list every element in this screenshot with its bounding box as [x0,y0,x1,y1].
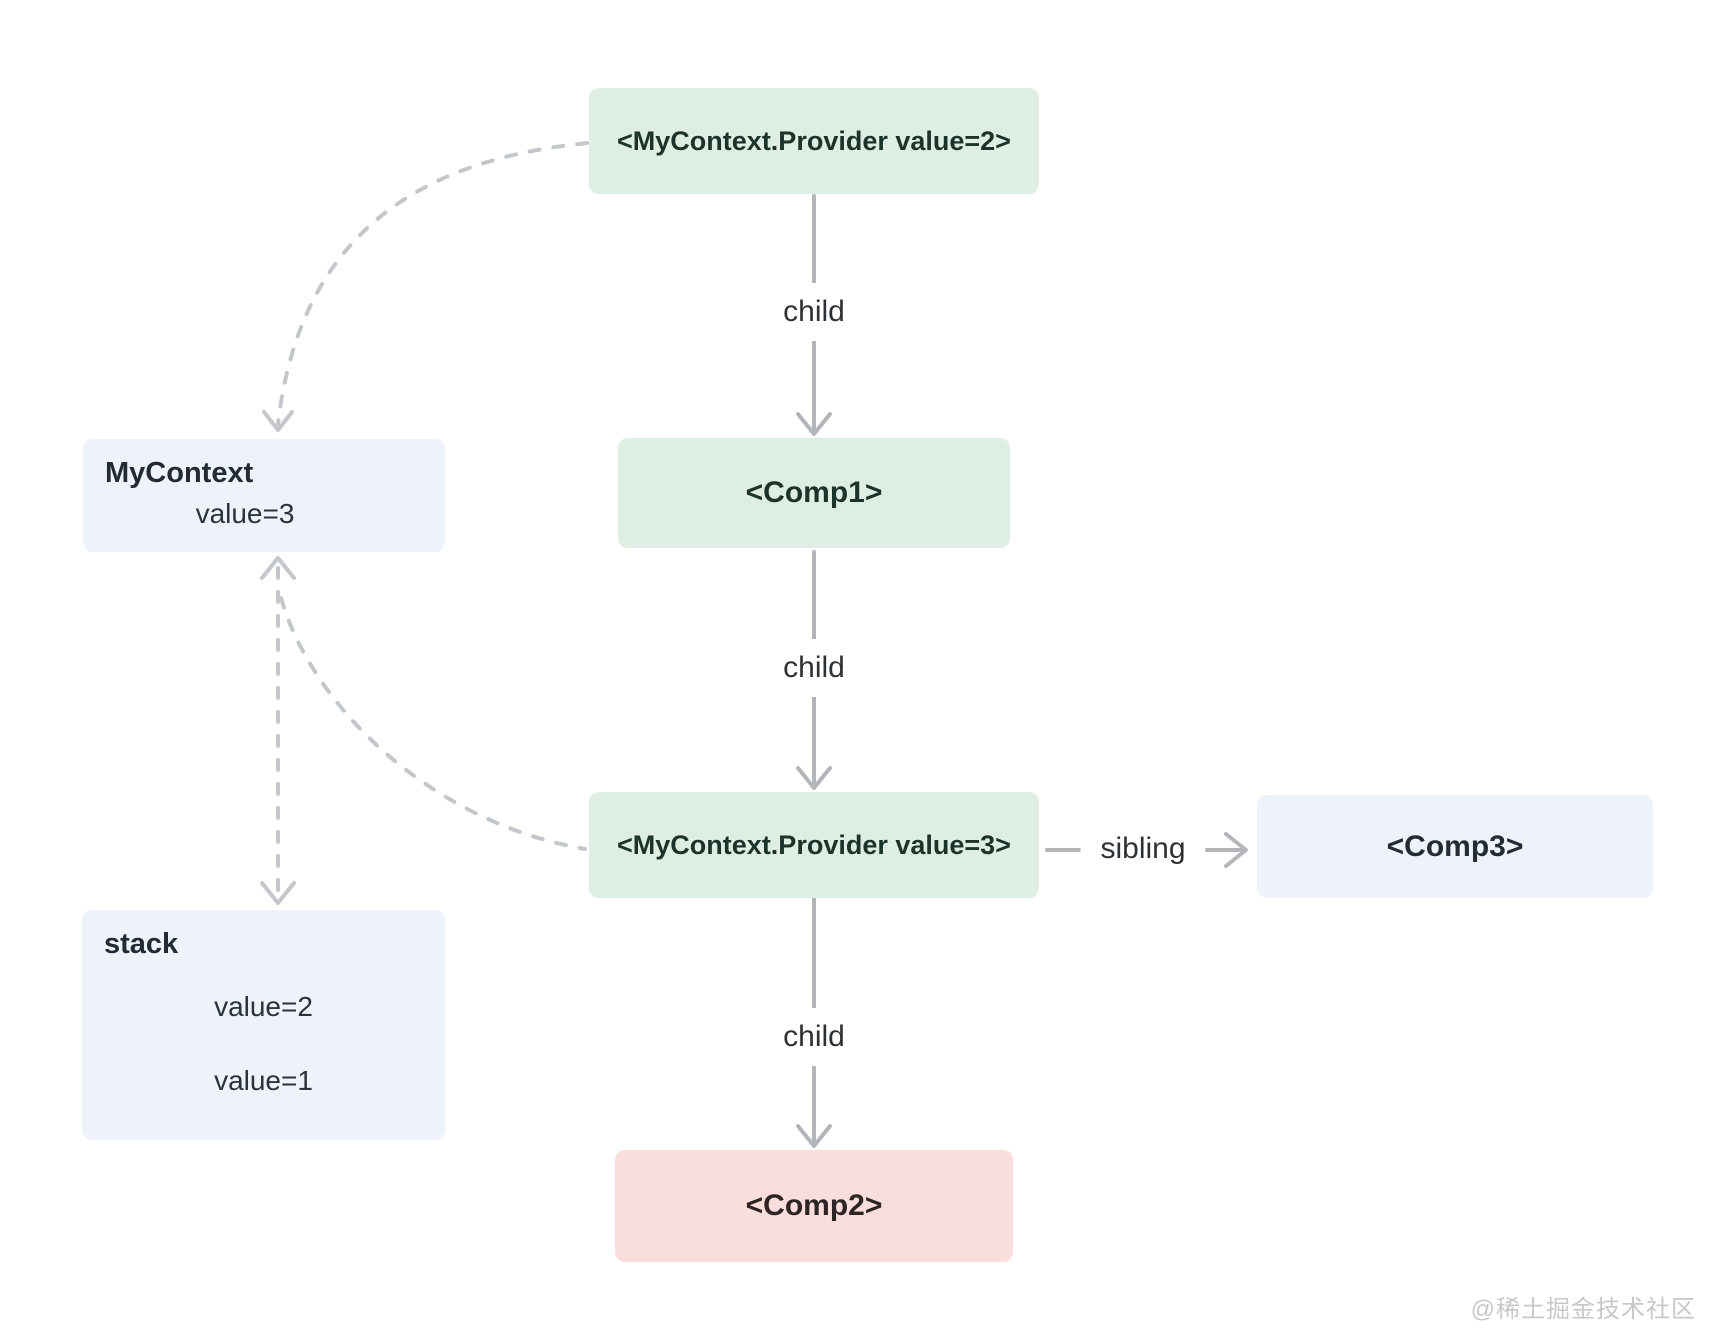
dashed-context-to-stack [260,556,296,905]
edge-label-child-3: child [773,1008,855,1066]
node-provider-value2: <MyContext.Provider value=2> [589,88,1039,194]
panel-mycontext: MyContext value=3 [83,439,445,552]
panel-stack-value-2: value=2 [214,991,313,1022]
panel-mycontext-title: MyContext [105,457,254,489]
edge-label-child-2: child [773,639,855,697]
node-comp3: <Comp3> [1257,795,1653,898]
node-comp1-label: <Comp1> [745,476,883,509]
node-comp1: <Comp1> [618,438,1010,548]
panel-stack-value-1: value=1 [214,1065,313,1096]
node-comp2: <Comp2> [615,1150,1013,1262]
panel-mycontext-value: value=3 [195,498,295,529]
dashed-provider3-to-context [279,596,587,851]
watermark: @稀土掘金技术社区 [1470,1296,1696,1323]
edge-label-child-1: child [773,283,855,341]
dashed-provider2-to-context [262,141,589,432]
node-comp3-label: <Comp3> [1386,829,1524,863]
node-provider-value2-label: <MyContext.Provider value=2> [617,125,1011,156]
node-provider-value3-label: <MyContext.Provider value=3> [617,829,1011,860]
node-comp2-label: <Comp2> [745,1189,883,1222]
panel-stack-title: stack [104,928,179,960]
edge-label-sibling: sibling [1080,828,1206,870]
panel-stack: stack value=2 value=1 [82,910,445,1140]
node-provider-value3: <MyContext.Provider value=3> [589,792,1039,898]
